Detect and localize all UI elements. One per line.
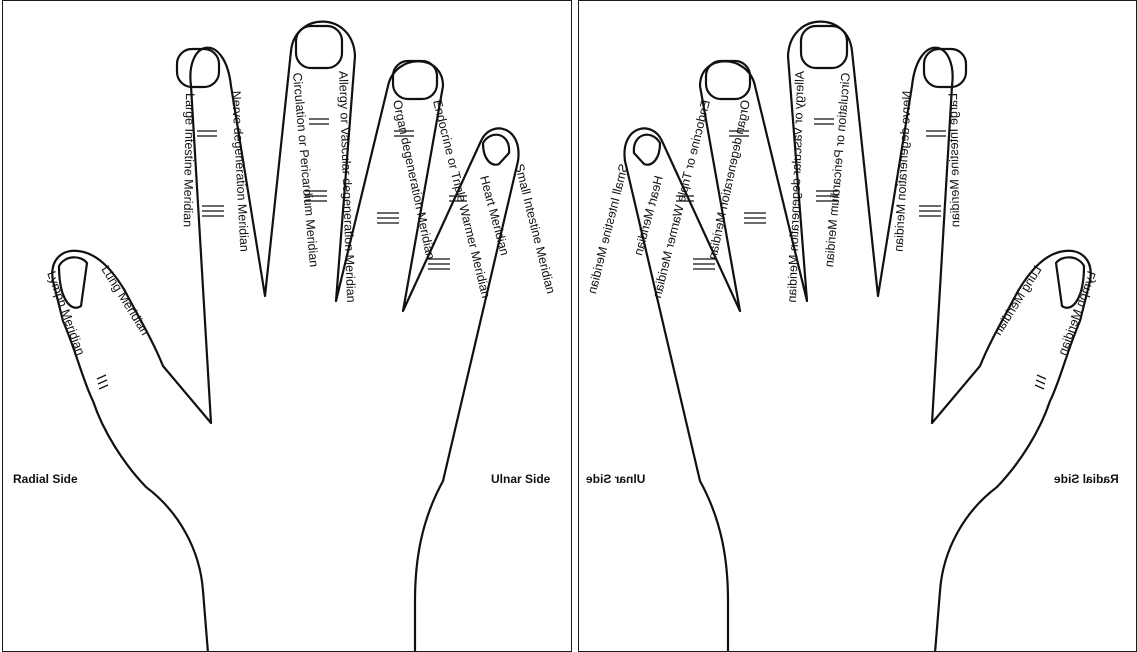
little-nail xyxy=(634,135,660,165)
label-large-intestine: Large Intestine Meridian xyxy=(181,93,197,227)
label-heart: Heart Meridian xyxy=(631,174,666,257)
label-small-intestine: Small Intestine Meridian xyxy=(512,162,558,295)
radial-side-label: Radial Side xyxy=(1054,472,1119,486)
label-organ-degeneration: Organ degeneration Meridian xyxy=(390,99,438,261)
label-nerve-degeneration: Nerve degeneration Meridian xyxy=(892,90,914,252)
right-hand-diagram: Large Intestine Meridian Nerve degenerat… xyxy=(579,1,1137,652)
label-lung: Lung Meridian xyxy=(991,263,1045,338)
label-heart: Heart Meridian xyxy=(477,174,512,257)
label-small-intestine: Small Intestine Meridian xyxy=(585,162,631,295)
radial-side-label: Radial Side xyxy=(13,472,78,486)
little-nail xyxy=(483,135,509,165)
left-hand-diagram: Large Intestine Meridian Nerve degenerat… xyxy=(3,1,572,652)
label-lymph: Lymph Meridian xyxy=(1055,269,1098,357)
index-nail xyxy=(924,49,966,87)
ulnar-side-label: Ulnar Side xyxy=(586,472,645,486)
ulnar-side-label: Ulnar Side xyxy=(491,472,550,486)
mirrored-hand-group: Large Intestine Meridian Nerve degenerat… xyxy=(585,22,1099,652)
label-lung: Lung Meridian xyxy=(98,263,152,338)
label-organ-degeneration: Organ degeneration Meridian xyxy=(705,99,753,261)
middle-nail xyxy=(296,26,342,68)
label-circulation: Circulation or Pericardium Meridian xyxy=(290,72,321,268)
left-hand-panel: Large Intestine Meridian Nerve degenerat… xyxy=(2,0,572,652)
label-nerve-degeneration: Nerve degeneration Meridian xyxy=(229,90,251,252)
label-large-intestine: Large Intestine Meridian xyxy=(946,93,962,227)
middle-nail xyxy=(801,26,847,68)
label-lymph: Lymph Meridian xyxy=(44,269,87,357)
right-hand-panel: Large Intestine Meridian Nerve degenerat… xyxy=(578,0,1137,652)
label-circulation: Circulation or Pericardium Meridian xyxy=(822,72,853,268)
index-nail xyxy=(177,49,219,87)
